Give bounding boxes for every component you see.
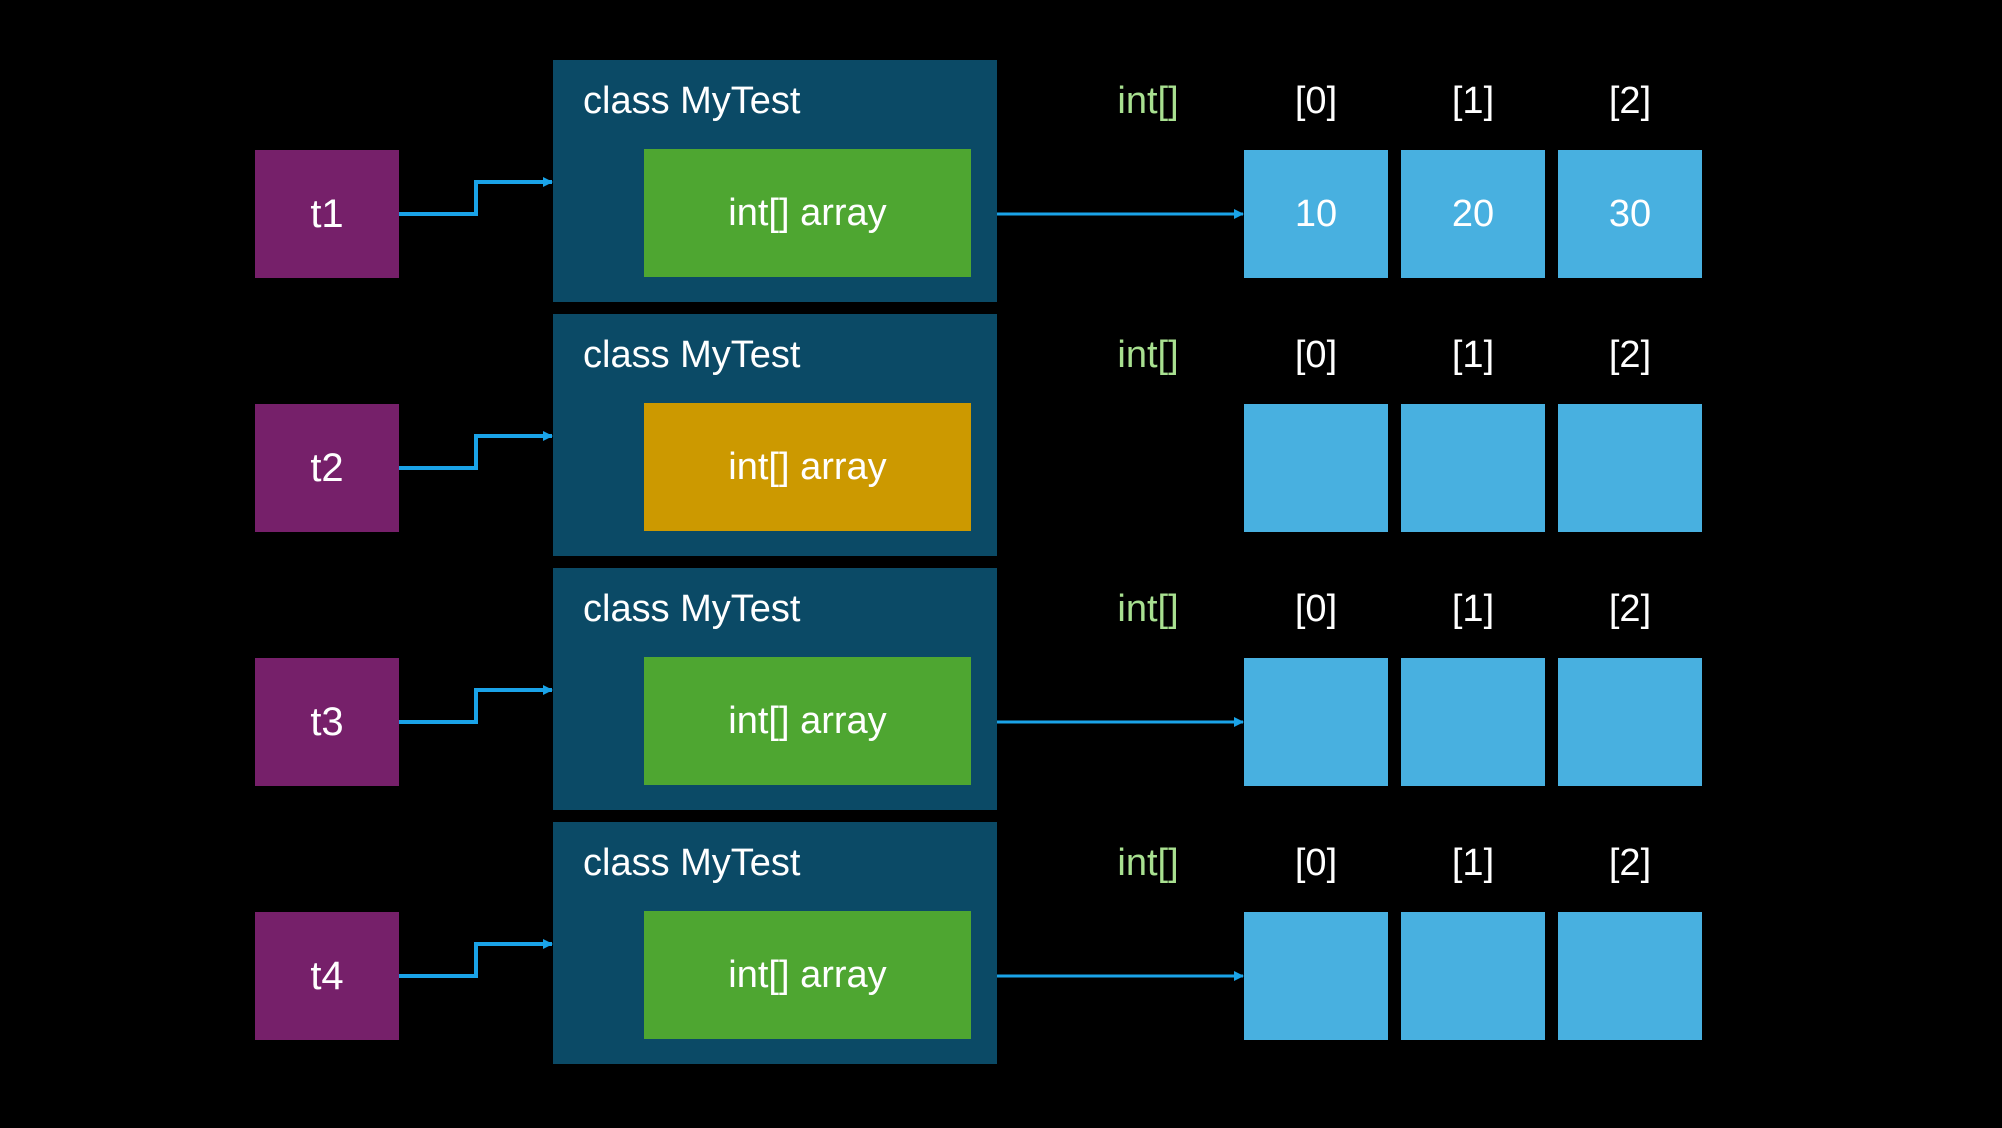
class-box: class MyTest int[] array: [553, 822, 997, 1064]
class-title: class MyTest: [583, 334, 801, 376]
array-type-label: int[]: [1117, 80, 1179, 122]
variable-t1: t1: [255, 150, 399, 278]
array-index-label: [2]: [1608, 588, 1652, 630]
variable-t4: t4: [255, 912, 399, 1040]
class-title: class MyTest: [583, 842, 801, 884]
array-cell: [1244, 658, 1388, 786]
array-type-label: int[]: [1117, 334, 1179, 376]
class-title: class MyTest: [583, 80, 801, 122]
array-cell: [1401, 404, 1545, 532]
array-field: int[] array: [644, 911, 971, 1039]
array-cell: [1558, 912, 1702, 1040]
reference-arrow-t3: [399, 685, 553, 724]
array-index-label: [0]: [1294, 334, 1338, 376]
array-index-label: [2]: [1608, 80, 1652, 122]
array-index-label: [2]: [1608, 334, 1652, 376]
array-cell: [1244, 912, 1388, 1040]
array-index-label: [1]: [1451, 334, 1495, 376]
reference-arrow-t1: [399, 177, 553, 216]
array-index-label: [1]: [1451, 80, 1495, 122]
array-cell: [1558, 658, 1702, 786]
array-index-label: [2]: [1608, 842, 1652, 884]
array-cell: [1558, 404, 1702, 532]
array-cell: 10: [1244, 150, 1388, 278]
variable-t3: t3: [255, 658, 399, 786]
reference-arrow-t4: [399, 939, 553, 978]
array-field: int[] array: [644, 149, 971, 277]
array-index-label: [1]: [1451, 588, 1495, 630]
array-cell: 20: [1401, 150, 1545, 278]
class-box: class MyTest int[] array: [553, 314, 997, 556]
array-type-label: int[]: [1117, 588, 1179, 630]
class-box: class MyTest int[] array: [553, 568, 997, 810]
array-cell: 30: [1558, 150, 1702, 278]
array-index-label: [0]: [1294, 80, 1338, 122]
array-cell: [1244, 404, 1388, 532]
reference-arrow-t2: [399, 431, 553, 470]
array-index-label: [1]: [1451, 842, 1495, 884]
variable-t2: t2: [255, 404, 399, 532]
array-cell: [1401, 912, 1545, 1040]
array-index-label: [0]: [1294, 842, 1338, 884]
array-index-label: [0]: [1294, 588, 1338, 630]
array-cell: [1401, 658, 1545, 786]
array-type-label: int[]: [1117, 842, 1179, 884]
array-field: int[] array: [644, 657, 971, 785]
array-field: int[] array: [644, 403, 971, 531]
class-box: class MyTest int[] array: [553, 60, 997, 302]
class-title: class MyTest: [583, 588, 801, 630]
